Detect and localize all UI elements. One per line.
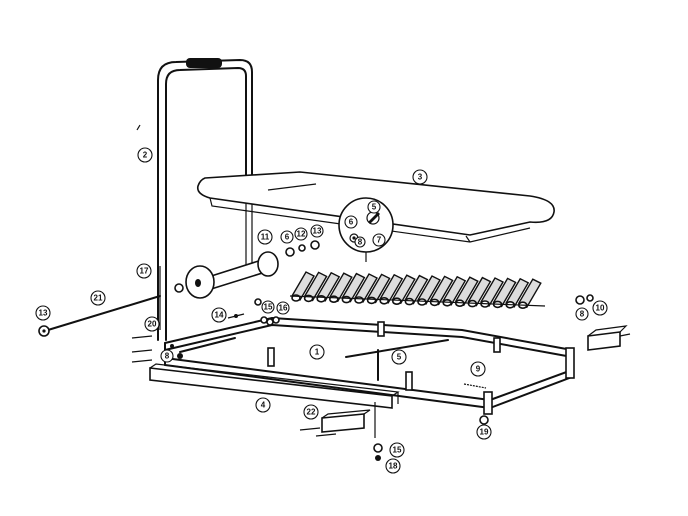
roller-end: [404, 297, 415, 306]
callout-20: 20: [144, 316, 160, 332]
front-base-rail: [149, 363, 400, 409]
callout-1: 1: [309, 344, 325, 360]
svg-text:22: 22: [307, 408, 316, 417]
callout-5-detail: 5: [367, 200, 381, 214]
callout-11: 11: [257, 229, 273, 245]
callout-8-left: 8: [160, 349, 174, 363]
roller-axle-line: [289, 295, 546, 307]
svg-text:18: 18: [389, 462, 398, 471]
roller-set: [289, 271, 546, 310]
handle-grip: [186, 58, 222, 68]
callout-9: 9: [470, 361, 486, 377]
callout-22: 22: [303, 404, 319, 420]
svg-text:20: 20: [148, 320, 157, 329]
callout-16: 16: [276, 301, 290, 315]
svg-text:8: 8: [165, 352, 170, 361]
svg-text:8: 8: [580, 310, 585, 319]
svg-text:17: 17: [140, 267, 149, 276]
svg-text:6: 6: [285, 233, 290, 242]
callout-8-right: 8: [575, 307, 589, 321]
svg-text:13: 13: [313, 227, 322, 236]
svg-text:15: 15: [264, 303, 273, 312]
upright-handle-frame: [136, 58, 253, 341]
callout-2: 2: [137, 147, 153, 163]
svg-text:5: 5: [397, 353, 402, 362]
callout-13-top: 13: [310, 224, 324, 238]
callout-6-detail: 6: [344, 215, 358, 229]
svg-text:14: 14: [215, 311, 224, 320]
part-callouts: 1 2 3 4 5 5 6 6 7 8 8 8 9 10 11 12 13 13…: [35, 147, 608, 474]
callout-5: 5: [391, 349, 407, 365]
callout-19: 19: [476, 424, 492, 440]
callout-10: 10: [592, 300, 608, 316]
svg-text:2: 2: [143, 151, 148, 160]
bracket-plate-right: [587, 325, 631, 351]
detail-magnifier: [338, 197, 394, 262]
callout-12: 12: [294, 227, 308, 241]
callout-8-detail: 8: [354, 236, 366, 248]
svg-text:16: 16: [279, 304, 288, 313]
callout-13-left: 13: [35, 305, 51, 321]
axle-with-wheel: [174, 240, 320, 299]
callout-18: 18: [385, 458, 401, 474]
bracket-plate-front: [299, 409, 371, 437]
svg-text:8: 8: [358, 238, 363, 247]
svg-text:5: 5: [372, 203, 377, 212]
svg-text:15: 15: [393, 446, 402, 455]
svg-text:4: 4: [261, 401, 266, 410]
svg-text:7: 7: [377, 236, 382, 245]
svg-text:12: 12: [297, 230, 306, 239]
svg-text:13: 13: [39, 309, 48, 318]
roller-end: [391, 297, 402, 306]
svg-text:21: 21: [94, 294, 103, 303]
callout-7: 7: [372, 233, 386, 247]
long-rod: [38, 295, 161, 337]
svg-text:19: 19: [480, 428, 489, 437]
callout-4: 4: [255, 397, 271, 413]
callout-21: 21: [90, 290, 106, 306]
callout-6: 6: [280, 230, 294, 244]
roller-end: [379, 296, 390, 305]
svg-text:11: 11: [261, 233, 270, 242]
main-frame: [164, 317, 575, 415]
svg-text:3: 3: [418, 173, 423, 182]
svg-text:10: 10: [596, 304, 605, 313]
roller-end: [341, 295, 352, 304]
callout-15-top: 15: [261, 300, 275, 314]
svg-text:6: 6: [349, 218, 354, 227]
roller-end: [429, 298, 440, 307]
cross-rod: [345, 339, 449, 381]
roller-end: [366, 296, 377, 305]
callout-15-bottom: 15: [389, 442, 405, 458]
callout-14: 14: [211, 307, 227, 323]
callout-3: 3: [412, 169, 428, 185]
svg-text:1: 1: [315, 348, 320, 357]
callout-17: 17: [136, 263, 152, 279]
roller-end: [354, 296, 364, 304]
svg-text:9: 9: [476, 365, 481, 374]
fasteners: [131, 266, 594, 461]
roller-end: [417, 298, 427, 306]
